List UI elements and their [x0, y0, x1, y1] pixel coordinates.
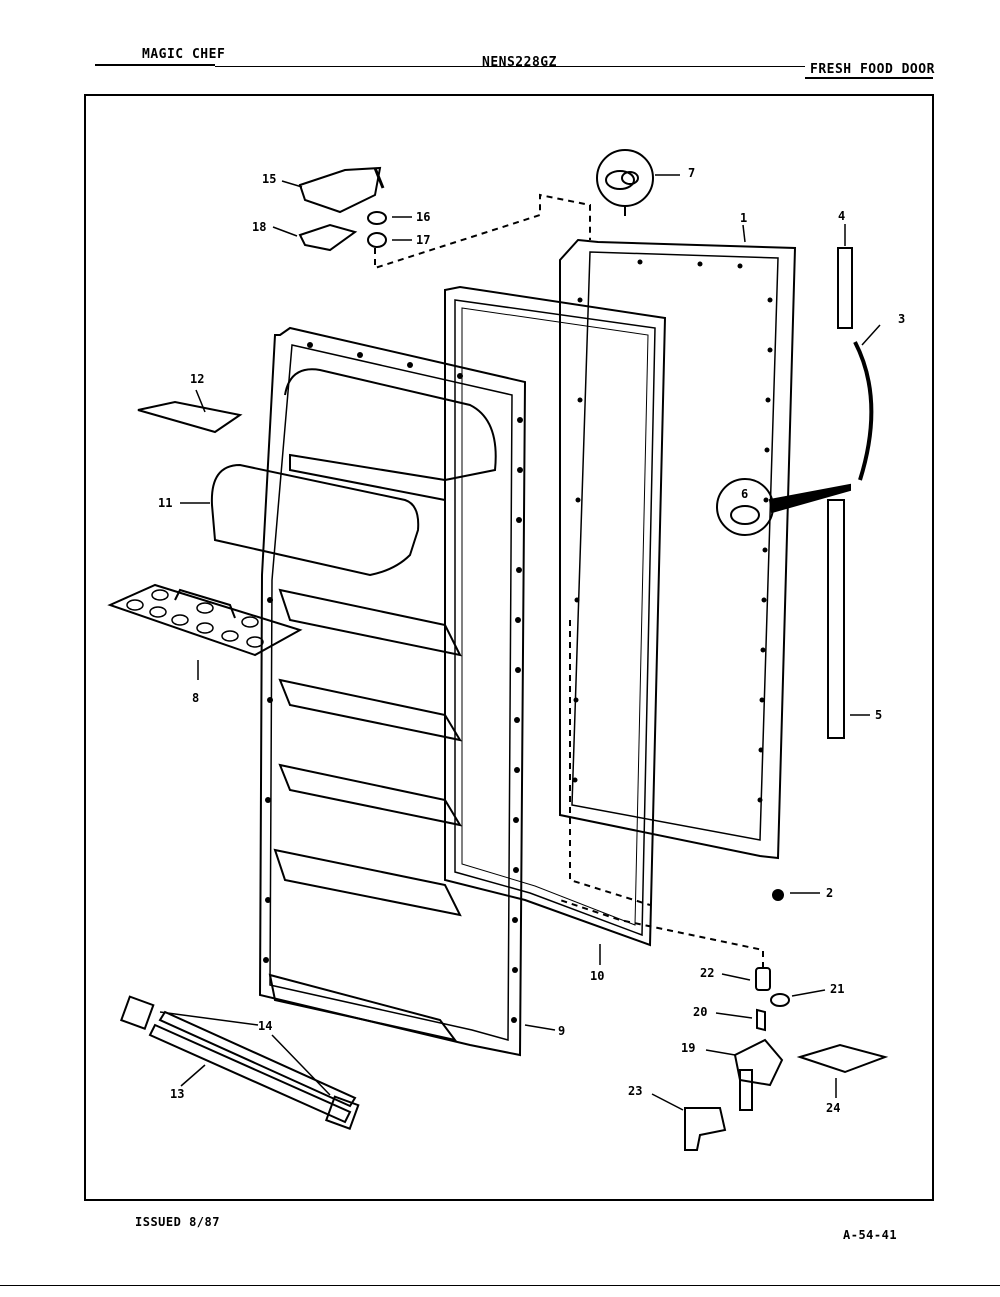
header-rule-right — [215, 66, 805, 67]
bottom-hinge-assembly — [559, 620, 889, 1151]
part-label-23: 23 — [628, 1084, 642, 1098]
plug — [772, 889, 784, 901]
part-label-2: 2 — [826, 886, 833, 900]
diagram-frame — [84, 94, 934, 1201]
part-label-12: 12 — [190, 372, 204, 386]
outer-door-panel — [559, 238, 797, 860]
part-label-13: 13 — [170, 1087, 184, 1101]
header-rule-far — [805, 77, 933, 79]
trim-strip-upper — [837, 247, 853, 329]
header-rule — [95, 64, 215, 66]
part-label-15: 15 — [262, 172, 276, 186]
part-label-10: 10 — [590, 969, 604, 983]
part-label-6: 6 — [741, 487, 748, 501]
bottom-rule — [0, 1285, 1000, 1286]
part-label-24: 24 — [826, 1101, 840, 1115]
dairy-compartment-door — [210, 463, 420, 577]
page-code: A-54-41 — [843, 1228, 898, 1242]
part-label-14: 14 — [258, 1019, 272, 1033]
part-label-17: 17 — [416, 233, 430, 247]
brand-name: MAGIC CHEF — [142, 47, 226, 62]
egg-tray — [107, 583, 303, 657]
part-label-16: 16 — [416, 210, 430, 224]
part-label-18: 18 — [252, 220, 266, 234]
part-label-19: 19 — [681, 1041, 695, 1055]
part-label-5: 5 — [875, 708, 882, 722]
bottom-shelf-bar — [119, 995, 360, 1130]
door-handle — [853, 341, 874, 481]
door-liner — [258, 326, 527, 1057]
butter-lid — [137, 400, 243, 434]
detail-magnifier — [716, 478, 851, 536]
part-label-4: 4 — [838, 209, 845, 223]
part-label-22: 22 — [700, 966, 714, 980]
part-label-11: 11 — [158, 496, 172, 510]
part-label-7: 7 — [688, 166, 695, 180]
door-gasket — [444, 285, 667, 947]
trim-strip-lower — [827, 499, 845, 739]
top-hinge-assembly — [298, 166, 591, 270]
part-label-8: 8 — [192, 691, 199, 705]
part-label-9: 9 — [558, 1024, 565, 1038]
section-title: FRESH FOOD DOOR — [810, 62, 935, 77]
leader-lines — [159, 174, 881, 1111]
issued-date: ISSUED 8/87 — [135, 1215, 220, 1229]
hinge-bushing — [596, 149, 654, 216]
part-label-21: 21 — [830, 982, 844, 996]
part-label-20: 20 — [693, 1005, 707, 1019]
part-label-1: 1 — [740, 211, 747, 225]
part-label-3: 3 — [898, 312, 905, 326]
